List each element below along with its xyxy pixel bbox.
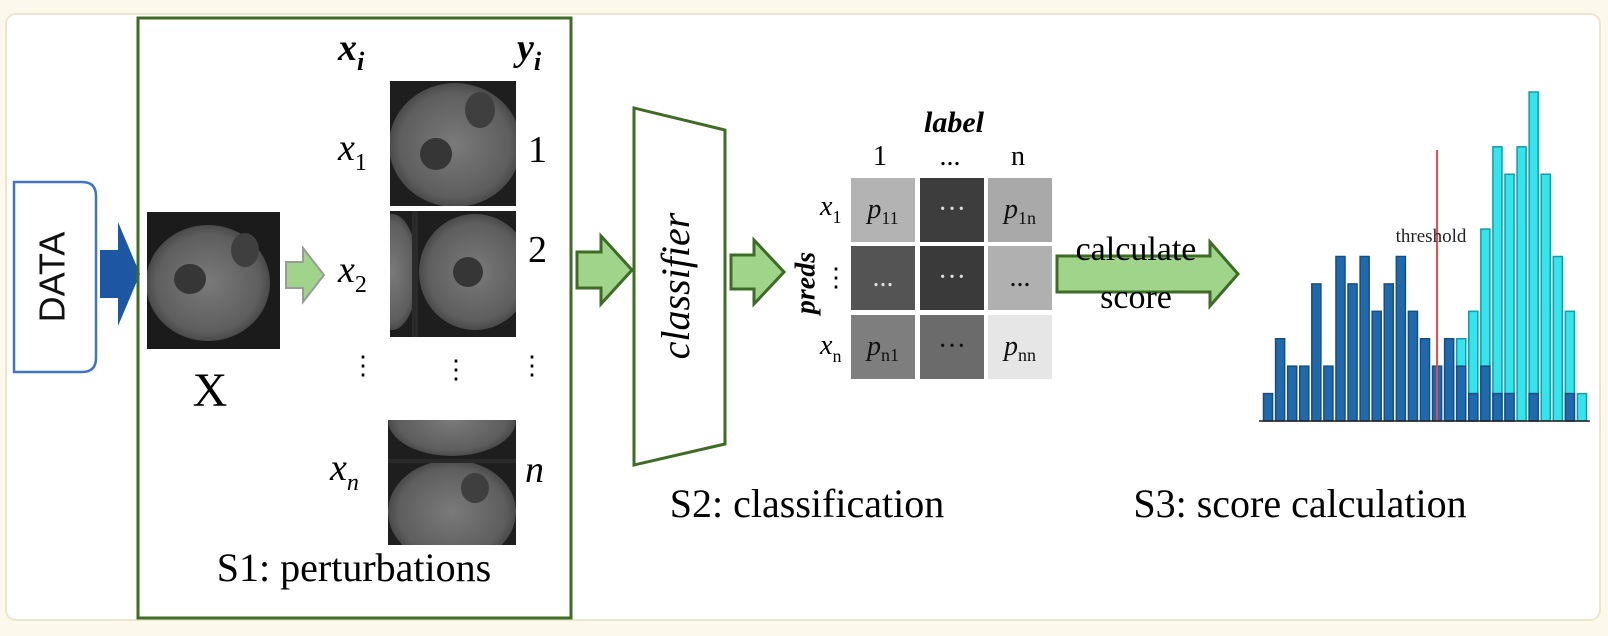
matrix-cell [988, 246, 1052, 310]
histogram-bar-dark [1480, 365, 1491, 422]
histogram-bar-light [1492, 146, 1503, 422]
calculate-score-arrow [1055, 238, 1240, 310]
matrix-cell-label: ... [1010, 262, 1031, 293]
matrix-title: label [924, 106, 985, 139]
row-x2-label: x2 [337, 249, 367, 298]
matrix-cell [851, 178, 915, 242]
input-label: X [193, 364, 228, 417]
threshold-label: threshold [1396, 226, 1467, 247]
histogram-bar-light [1576, 392, 1588, 422]
col-x-header: xi [337, 27, 365, 76]
matrix-row-xn: xn [819, 330, 841, 366]
histogram-bar-dark [1419, 338, 1431, 422]
histogram-bar-dark [1528, 392, 1539, 422]
s1-caption: S1: perturbations [217, 545, 491, 590]
matrix-cell [988, 178, 1052, 242]
histogram-bar-dark [1323, 365, 1334, 422]
histogram-bar-light [1516, 146, 1527, 422]
histogram-bar-dark [1455, 365, 1467, 422]
histogram-bar-dark [1371, 310, 1382, 422]
s2-caption: S2: classification [670, 481, 944, 526]
histogram-bar-dark [1311, 283, 1322, 422]
matrix-cell [920, 315, 984, 379]
histogram-bar-light [1540, 173, 1552, 422]
histogram-bar-dark [1347, 283, 1358, 422]
row-x1-label: x1 [337, 127, 367, 176]
matrix-cell-label: pnn [1002, 331, 1036, 365]
histogram-bar-dark [1262, 392, 1274, 422]
perturbed-image-2 [390, 211, 516, 337]
matrix-cell-label: ··· [938, 262, 966, 293]
probability-matrix: p11 ··· p1n... ···... pn1 ··· pnn [851, 178, 1052, 379]
histogram-bar-dark [1443, 338, 1455, 422]
calculate-label: calculate [1076, 231, 1197, 268]
histogram-bar-dark [1407, 310, 1419, 422]
histogram-bar-dark [1274, 338, 1286, 422]
matrix-cell-label: p1n [1002, 194, 1036, 228]
matrix-cell [920, 178, 984, 242]
data-box: DATA [12, 180, 98, 374]
classifier-label: classifier [653, 212, 698, 359]
histogram-bar-dark [1298, 365, 1310, 422]
row-y2-label: 2 [528, 229, 547, 271]
histogram-bar-dark [1492, 392, 1503, 422]
histogram-bar-dark [1383, 283, 1395, 422]
col-label-n: n [1011, 141, 1025, 172]
s3-caption: S3: score calculation [1133, 481, 1466, 526]
ellipsis-y: ⋮ [519, 351, 545, 380]
row-xn-label: xn [329, 447, 359, 496]
matrix-cell-label: p11 [865, 194, 898, 228]
histogram-bar-dark [1395, 255, 1407, 422]
perturb-arrow [285, 245, 326, 305]
histogram-bar-dark [1468, 392, 1479, 422]
histogram-bar-dark [1359, 255, 1370, 422]
score-label: score [1100, 279, 1172, 316]
ellipsis-x: ⋮ [350, 351, 376, 380]
data-arrow [100, 222, 140, 326]
matrix-cell-label: pn1 [865, 331, 899, 365]
col-label-dots: ... [940, 141, 961, 172]
matrix-cell [851, 246, 915, 310]
histogram-bar-dark [1504, 392, 1515, 422]
row-y1-label: 1 [528, 129, 547, 171]
histogram-bar-dark [1564, 392, 1576, 422]
matrix-row-x1: x1 [819, 191, 841, 227]
ellipsis-img: ⋮ [443, 355, 469, 384]
to-matrix-arrow [729, 236, 787, 308]
matrix-cell-label: ··· [938, 194, 966, 225]
data-label: DATA [32, 232, 73, 323]
row-yn-label: n [525, 449, 544, 491]
s1-box [136, 16, 573, 620]
matrix-cell-label: ... [873, 262, 894, 293]
histogram-bar-dark [1286, 365, 1298, 422]
perturbed-image-n [388, 420, 516, 545]
to-classifier-arrow [575, 232, 635, 308]
histogram-bar-light [1504, 173, 1515, 422]
histogram-bar-dark [1335, 255, 1346, 422]
matrix-cell [851, 315, 915, 379]
classifier-block [632, 106, 727, 467]
matrix-side-label: preds [790, 252, 821, 316]
matrix-cell-label: ··· [938, 331, 966, 362]
col-label-1: 1 [873, 141, 887, 172]
matrix-cell [988, 315, 1052, 379]
col-y-header: yi [513, 27, 542, 76]
input-image [147, 212, 280, 349]
histogram-bar-light [1552, 255, 1564, 422]
histogram-bar-light [1528, 91, 1539, 422]
perturbed-image-1 [390, 81, 516, 206]
matrix-cell [920, 246, 984, 310]
matrix-row-dots: ⋮ [823, 263, 849, 292]
